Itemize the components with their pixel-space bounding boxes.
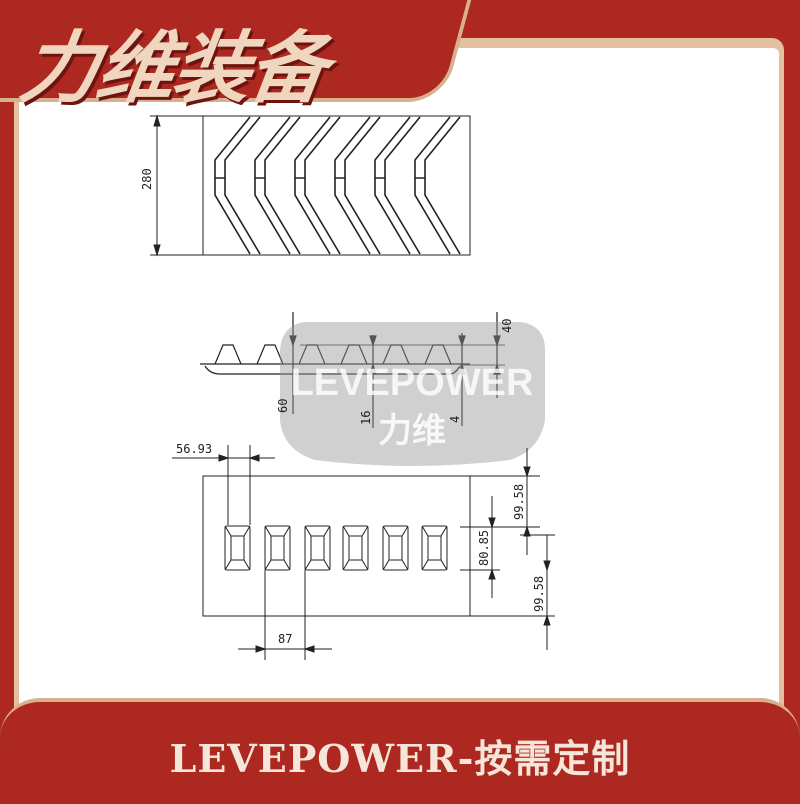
lug-inner (270, 535, 285, 561)
chevron (414, 116, 461, 255)
lug-outline (382, 525, 409, 571)
lug-outer (224, 525, 251, 571)
front-view (172, 445, 555, 660)
dim-99-58-bottom-label: 99.58 (532, 576, 546, 612)
lug-outer (264, 525, 291, 571)
lug-inner (427, 535, 442, 561)
banner-text: LEVEPOWER-按需定制 (169, 736, 631, 781)
dim-99-58-top-label: 99.58 (512, 484, 526, 520)
dim-60-label: 60 (276, 399, 290, 413)
top-view (150, 114, 471, 257)
lug-inner (310, 535, 325, 561)
tread-bump (298, 344, 326, 365)
dim-16-label: 16 (359, 411, 373, 425)
lug-inner (230, 535, 245, 561)
tread-bump (256, 344, 284, 365)
chevron (374, 116, 421, 255)
dim-80-85-label: 80.85 (477, 530, 491, 566)
lug-outer (382, 525, 409, 571)
lug-inner (348, 535, 363, 561)
lug-outline (264, 525, 291, 571)
lug-outline (342, 525, 369, 571)
lug-inner (388, 535, 403, 561)
lug-outer (342, 525, 369, 571)
chevron (214, 116, 261, 255)
tread-bump (214, 344, 242, 365)
lug-bevel (264, 525, 291, 571)
bottom-banner: LEVEPOWER-按需定制 (0, 698, 800, 804)
watermark-text-en: LEVEPOWER (291, 362, 534, 404)
lug-bevel (224, 525, 251, 571)
lug-outer (421, 525, 448, 571)
lug-outer (304, 525, 331, 571)
lug-outline (421, 525, 448, 571)
dim-56-93-label: 56.93 (176, 442, 212, 456)
side-view (200, 312, 505, 428)
lug-outline (224, 525, 251, 571)
chevron (334, 116, 381, 255)
tread-bump (382, 344, 410, 365)
dim-280-label: 280 (140, 168, 154, 190)
dim-40-label: 40 (500, 319, 514, 333)
watermark-text-cn: 力维 (378, 411, 446, 451)
watermark (280, 322, 545, 466)
lug-bevel (421, 525, 448, 571)
tread-bump (424, 344, 452, 365)
chevron (254, 116, 301, 255)
chevron (294, 116, 341, 255)
content-panel (19, 48, 779, 708)
dim-87-label: 87 (278, 632, 292, 646)
tread-bump (340, 344, 368, 365)
lug-bevel (304, 525, 331, 571)
lug-bevel (342, 525, 369, 571)
dim-4-label: 4 (448, 416, 462, 423)
lug-bevel (382, 525, 409, 571)
lug-outline (304, 525, 331, 571)
